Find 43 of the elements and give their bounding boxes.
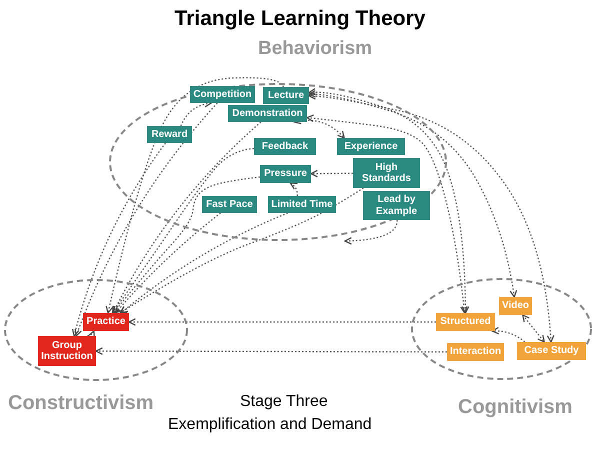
dotted-arrow (72, 142, 166, 337)
dotted-arrow (74, 102, 218, 337)
concept-box: Lecture (263, 87, 309, 104)
dotted-arrow (95, 347, 447, 355)
dotted-arrow (120, 212, 288, 314)
concept-box: Demonstration (228, 105, 307, 122)
concept-box: High Standards (353, 158, 420, 188)
dotted-arrow (128, 318, 436, 326)
diagram-title: Triangle Learning Theory (174, 7, 426, 31)
stage-label: Stage Three (240, 393, 328, 411)
dotted-arrow (112, 148, 254, 314)
dotted-arrow (310, 170, 353, 178)
dotted-arrow (290, 182, 298, 196)
concept-box: Fast Pace (202, 196, 257, 213)
dotted-arrow (308, 90, 518, 298)
concept-box: Lead by Example (363, 191, 430, 220)
concept-box: Limited Time (268, 196, 336, 213)
region-heading: Cognitivism (458, 396, 572, 419)
concept-box: Feedback (254, 138, 316, 155)
region-heading: Behaviorism (258, 38, 372, 60)
concept-box: Structured (436, 313, 495, 331)
dotted-arrow (87, 330, 95, 339)
dotted-arrow (112, 122, 262, 314)
dotted-arrow (112, 176, 260, 314)
concept-box: Case Study (517, 342, 586, 360)
dotted-arrow (522, 314, 545, 343)
concept-box: Reward (147, 126, 192, 143)
dotted-arrow (492, 327, 526, 342)
concept-box: Practice (83, 313, 129, 331)
concept-box: Video (499, 297, 532, 315)
stage-label: Exemplification and Demand (168, 416, 372, 434)
dotted-arrow (294, 117, 345, 139)
concept-box: Interaction (447, 343, 504, 361)
concept-box: Pressure (260, 165, 311, 183)
dotted-arrow (114, 212, 221, 314)
dotted-arrow (106, 77, 284, 314)
concept-box: Experience (337, 138, 405, 155)
dotted-arrow (344, 220, 398, 245)
dotted-arrow (308, 92, 554, 343)
region-heading: Constructivism (8, 392, 154, 415)
concept-box: Competition (190, 86, 255, 103)
dotted-arrow (120, 188, 364, 314)
concept-box: Group Instruction (38, 336, 96, 366)
